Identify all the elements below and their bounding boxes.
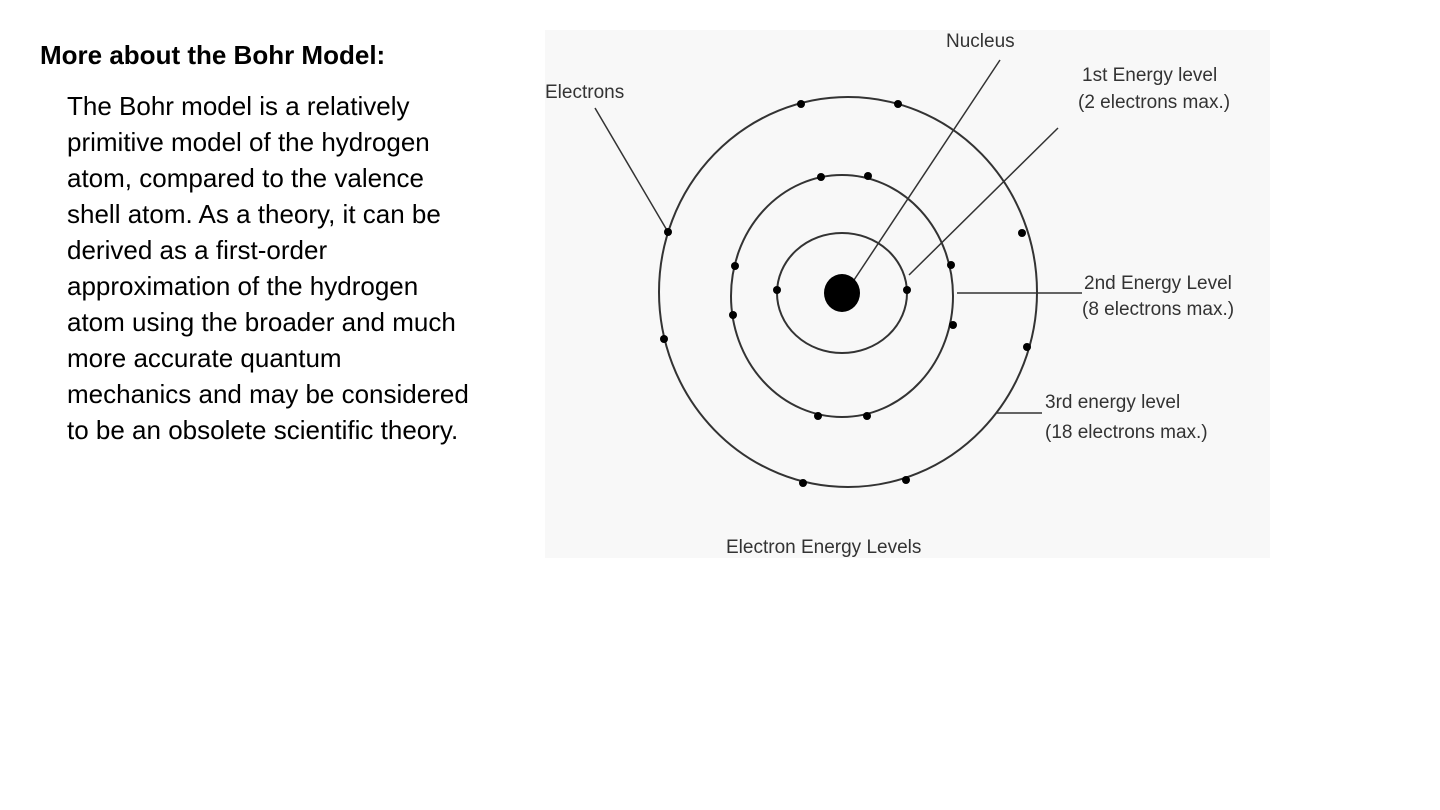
label-electrons: Electrons [545, 82, 624, 103]
electron-dot [863, 412, 871, 420]
electron-dot [664, 228, 672, 236]
label-level2-max: (8 electrons max.) [1082, 299, 1234, 320]
paragraph-line: mechanics and may be considered [67, 379, 469, 409]
paragraph-line: approximation of the hydrogen [67, 271, 419, 301]
orbit-2 [730, 174, 954, 418]
electron-dot [1018, 229, 1026, 237]
electron-dot [894, 100, 902, 108]
electron-dot [729, 311, 737, 319]
slide-paragraph: The Bohr model is a relatively primitive… [67, 88, 527, 448]
electron-dot [864, 172, 872, 180]
electron-dot [817, 173, 825, 181]
label-level1-max: (2 electrons max.) [1078, 92, 1230, 113]
electron-dot [1023, 343, 1031, 351]
slide-title: More about the Bohr Model: [40, 40, 386, 70]
diagram-caption: Electron Energy Levels [726, 537, 921, 558]
electron-dot [902, 476, 910, 484]
label-nucleus: Nucleus [946, 31, 1015, 52]
label-level2-name: 2nd Energy Level [1084, 273, 1232, 294]
paragraph-line: shell atom. As a theory, it can be [67, 199, 441, 229]
label-level3-max: (18 electrons max.) [1045, 422, 1208, 443]
paragraph-line: The Bohr model is a relatively [67, 91, 410, 121]
electron-dot [949, 321, 957, 329]
electron-dot [773, 286, 781, 294]
electron-dot [814, 412, 822, 420]
nucleus [824, 274, 860, 312]
electron-dot [799, 479, 807, 487]
electron-dot [947, 261, 955, 269]
orbit-3 [658, 96, 1038, 488]
paragraph-line: atom using the broader and much [67, 307, 456, 337]
level1-pointer [908, 127, 1059, 276]
label-level1-name: 1st Energy level [1082, 65, 1217, 86]
paragraph-line: to be an obsolete scientific theory. [67, 415, 459, 445]
electron-dot [797, 100, 805, 108]
paragraph-line: primitive model of the hydrogen [67, 127, 430, 157]
paragraph-line: atom, compared to the valence [67, 163, 424, 193]
electron-dot [903, 286, 911, 294]
paragraph-line: more accurate quantum [67, 343, 342, 373]
label-level3-name: 3rd energy level [1045, 392, 1180, 413]
electron-dot [731, 262, 739, 270]
paragraph-line: derived as a first-order [67, 235, 328, 265]
nucleus-pointer [853, 59, 1001, 281]
electrons-pointer [594, 107, 669, 233]
electron-dot [660, 335, 668, 343]
